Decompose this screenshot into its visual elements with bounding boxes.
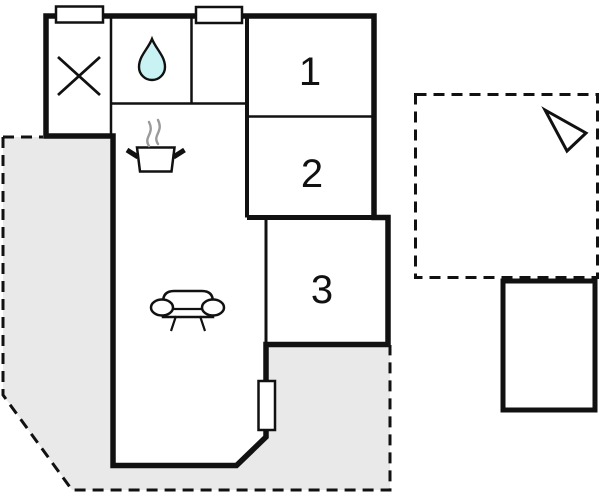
window-marker-right <box>194 5 244 25</box>
steam-wave-left <box>146 120 152 148</box>
terrace-dashed-borders <box>1 135 392 492</box>
sofa-armrest-left <box>149 298 175 317</box>
building <box>43 5 598 469</box>
room-2-label: 2 <box>301 152 323 196</box>
terrace-areas <box>3 93 599 490</box>
pot-handles <box>125 147 186 160</box>
pot-body <box>135 146 176 173</box>
x-cross-icon <box>57 55 101 97</box>
main-terrace-area <box>3 137 390 490</box>
sofa-legs <box>169 315 207 332</box>
room-1-label: 1 <box>299 50 321 94</box>
room-3-label: 3 <box>311 268 333 312</box>
stove-pot-icon <box>125 146 186 173</box>
steam-icon <box>146 118 161 148</box>
terrace-dashed-edge <box>1 135 392 492</box>
annex-building <box>500 278 598 413</box>
door-marker <box>257 379 277 432</box>
steam-wave-right <box>155 118 161 146</box>
side-terrace-area <box>414 93 599 279</box>
north-arrow-icon <box>541 106 589 154</box>
room-labels: 1 2 3 <box>299 50 333 312</box>
sofa-armrest-right <box>200 298 226 317</box>
sofa-icon <box>149 289 226 332</box>
interior-partitions-thin <box>109 16 374 136</box>
window-marker-left <box>54 5 105 24</box>
water-drop-icon <box>137 35 167 82</box>
